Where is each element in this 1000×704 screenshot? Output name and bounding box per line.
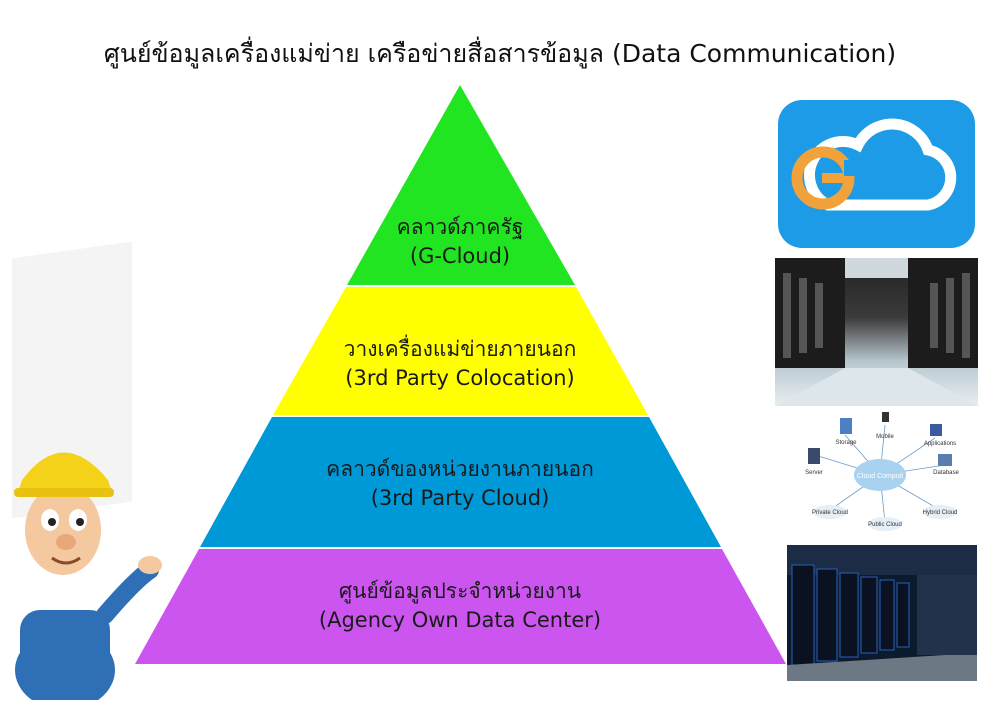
tier-1-thai: คลาวด์ภาครัฐ <box>396 215 524 239</box>
hard-hat-icon <box>18 452 112 492</box>
tier-1-english: (G-Cloud) <box>409 244 511 268</box>
cloud-computing-diagram: Cloud Computi Mobile Storage Application… <box>780 410 975 538</box>
node-mobile: Mobile <box>876 434 894 440</box>
node-database: Database <box>933 470 959 476</box>
tier-2-label: วางเครื่องแม่ข่ายภายนอก (3rd Party Coloc… <box>300 335 620 393</box>
cloud-icon <box>791 118 957 211</box>
hybrid-cloud-icon <box>923 505 957 519</box>
page-title: ศูนย์ข้อมูลเครื่องแม่ข่าย เครือข่ายสื่อส… <box>103 39 897 68</box>
node-public-cloud: Public Cloud <box>868 522 902 528</box>
tier-4-english: (Agency Own Data Center) <box>318 608 602 632</box>
mobile-icon <box>882 412 889 422</box>
g-cloud-logo <box>778 100 975 248</box>
tier-4-label: ศูนย์ข้อมูลประจำหน่วยงาน (Agency Own Dat… <box>280 577 640 635</box>
tier-3-thai: คลาวด์ของหน่วยงานภายนอก <box>326 457 594 481</box>
server-icon <box>808 448 820 464</box>
node-server: Server <box>805 470 823 476</box>
server-racks-image <box>787 545 977 681</box>
tier-3-label: คลาวด์ของหน่วยงานภายนอก (3rd Party Cloud… <box>290 455 630 513</box>
pyramid-tier-2 <box>273 287 648 415</box>
tier-3-english: (3rd Party Cloud) <box>370 486 550 510</box>
nose <box>56 534 76 550</box>
tier-2-english: (3rd Party Colocation) <box>345 366 575 390</box>
node-hybrid-cloud: Hybrid Cloud <box>923 510 958 516</box>
storage-icon <box>840 418 852 434</box>
node-applications: Applications <box>924 441 956 447</box>
database-icon <box>938 454 952 466</box>
cloud-center-icon <box>854 459 906 491</box>
node-storage: Storage <box>835 440 857 446</box>
hand <box>138 556 162 574</box>
public-cloud-icon <box>868 517 902 531</box>
face <box>25 485 101 575</box>
applications-icon <box>930 424 942 436</box>
worker-character-illustration <box>0 430 170 704</box>
pyramid-tier-1 <box>347 85 575 285</box>
tier-1-label: คลาวด์ภาครัฐ (G-Cloud) <box>360 213 560 271</box>
private-cloud-icon <box>813 505 847 519</box>
tier-2-thai: วางเครื่องแม่ข่ายภายนอก <box>343 337 577 361</box>
pyramid-tier-3 <box>200 417 721 547</box>
tier-4-thai: ศูนย์ข้อมูลประจำหน่วยงาน <box>338 579 582 603</box>
data-center-aisle-image <box>775 258 978 406</box>
pyramid-tier-4 <box>135 549 786 664</box>
cloud-center-label: Cloud Computi <box>857 473 904 480</box>
node-private-cloud: Private Cloud <box>812 510 848 516</box>
